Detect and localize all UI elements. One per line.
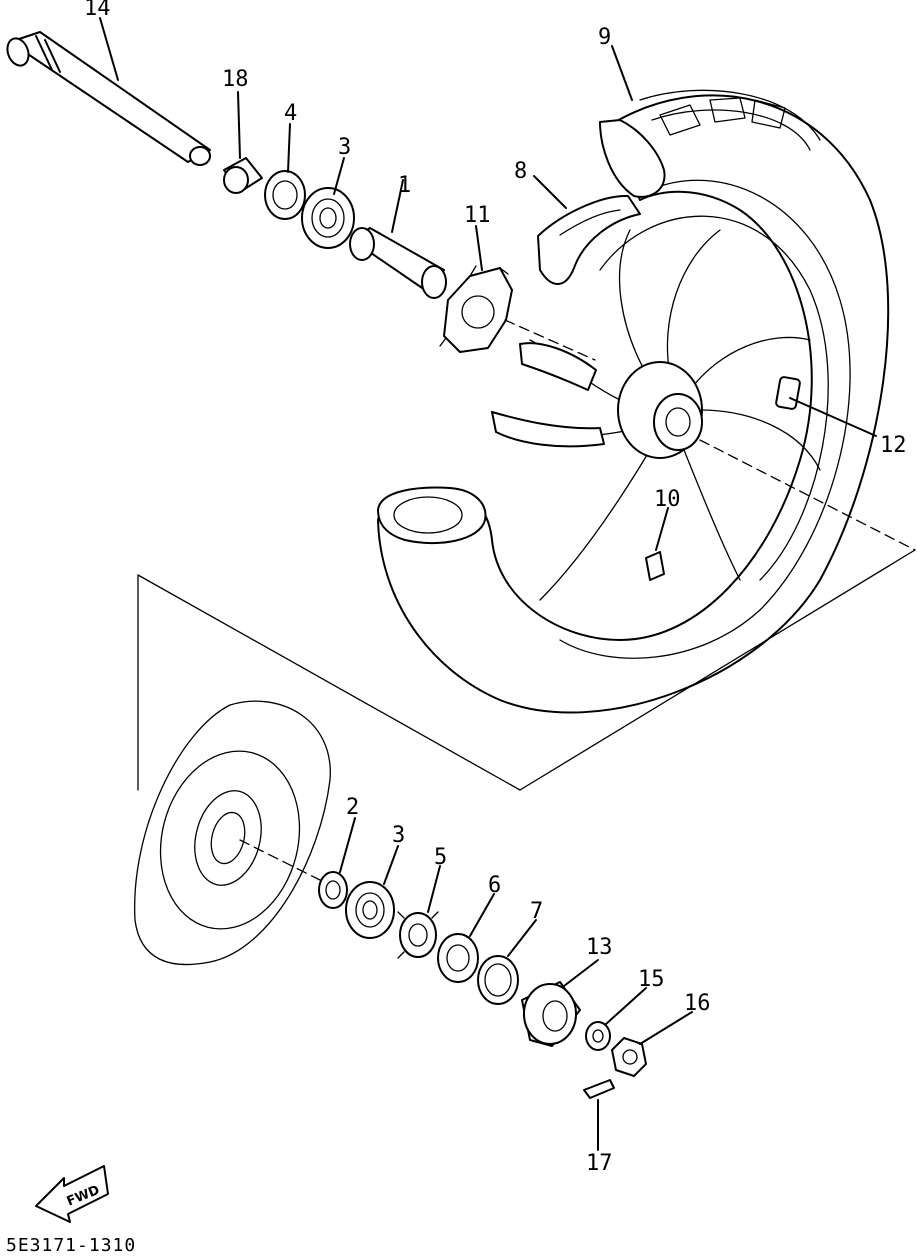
label-11: 11	[464, 203, 491, 228]
label-17: 17	[586, 1151, 613, 1176]
part-wheel-rim	[377, 89, 890, 714]
leader-lines	[99, 17, 877, 1151]
reference-lines	[137, 319, 916, 881]
label-10: 10	[654, 487, 681, 512]
part-collar-1	[349, 227, 447, 299]
label-6: 6	[488, 873, 501, 898]
part-collar-13	[521, 981, 581, 1047]
label-3-upper: 3	[338, 135, 351, 160]
label-2: 2	[346, 795, 359, 820]
label-12: 12	[880, 433, 907, 458]
part-cotter-pin-17	[583, 1079, 615, 1099]
part-nut-16	[611, 1037, 647, 1077]
label-8: 8	[514, 159, 527, 184]
label-5: 5	[434, 845, 447, 870]
part-bearing-3-lower	[345, 881, 395, 939]
part-retainer-5	[397, 911, 439, 959]
label-9: 9	[598, 25, 611, 50]
part-tube-8	[537, 194, 641, 285]
part-axle	[6, 31, 211, 166]
part-gear-unit-11	[439, 265, 513, 353]
forward-arrow-icon: FWD	[35, 1165, 109, 1223]
label-3-lower: 3	[392, 823, 405, 848]
part-brake-disc	[134, 700, 331, 966]
part-washer-15	[585, 1021, 611, 1051]
label-4: 4	[284, 101, 297, 126]
part-ring-7	[477, 955, 519, 1005]
label-15: 15	[638, 967, 665, 992]
drawing-code: 5E3171-1310	[6, 1235, 136, 1256]
part-oil-seal-4	[264, 170, 306, 220]
part-spacer-18	[223, 157, 263, 194]
label-7: 7	[530, 899, 543, 924]
label-16: 16	[684, 991, 711, 1016]
label-18: 18	[222, 67, 249, 92]
part-labels: 14 18 4 3 1 11 8 9 12 10 2 3 5 6 7 13 15…	[84, 0, 907, 1176]
part-bearing-3-upper	[301, 187, 355, 249]
part-oil-seal-2	[318, 871, 348, 909]
label-13: 13	[586, 935, 613, 960]
label-1: 1	[398, 173, 411, 198]
part-oil-seal-6	[437, 933, 479, 983]
label-14: 14	[84, 0, 111, 21]
